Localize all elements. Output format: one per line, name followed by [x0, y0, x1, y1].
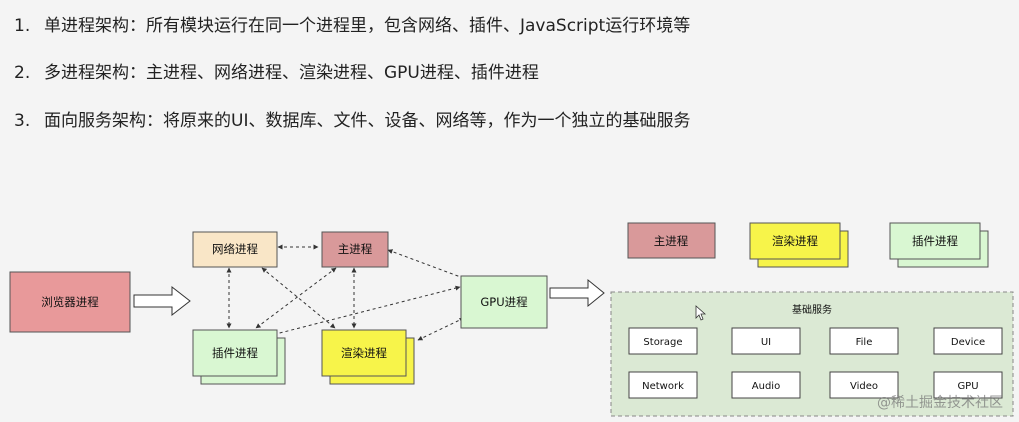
service-render-process-box	[749, 222, 841, 260]
process-connectors	[226, 244, 475, 341]
connector-plugin-gpu	[267, 285, 461, 338]
list-item-multi-process: 2. 多进程架构：主进程、网络进程、渲染进程、GPU进程、插件进程	[14, 62, 539, 84]
service-video-box	[829, 371, 899, 399]
gpu-process-label: GPU进程	[480, 295, 528, 309]
watermark: @稀土掘金技术社区	[877, 395, 1003, 411]
list-number: 1.	[14, 16, 31, 36]
service-main-process-box	[627, 222, 716, 259]
list-number: 2.	[14, 63, 31, 83]
service-gpu-label: GPU	[957, 381, 978, 392]
list-item-single-process: 1. 单进程架构：所有模块运行在同一个进程里，包含网络、插件、JavaScript…	[14, 15, 690, 37]
service-gpu-box	[933, 371, 1003, 399]
network-process-label: 网络进程	[212, 242, 258, 256]
service-ui-label: UI	[761, 337, 771, 348]
service-render-process-label: 渲染进程	[772, 234, 818, 248]
service-storage-box	[628, 327, 698, 355]
service-file-box	[829, 327, 899, 355]
browser-process-label: 浏览器进程	[41, 295, 99, 309]
connector-render-gpu	[417, 317, 465, 341]
service-device-label: Device	[951, 337, 985, 348]
gpu-process-box	[460, 275, 548, 329]
service-audio-box	[731, 371, 801, 399]
browser-process-box	[9, 271, 131, 333]
service-file-label: File	[856, 337, 873, 348]
list-text: 多进程架构：主进程、网络进程、渲染进程、GPU进程、插件进程	[44, 63, 539, 83]
mouse-cursor-icon	[695, 305, 707, 321]
main-process-label: 主进程	[338, 242, 373, 256]
service-plugin-process-box	[889, 222, 981, 260]
service-audio-label: Audio	[752, 381, 780, 392]
base-services-title: 基础服务	[792, 303, 832, 316]
render-process-label: 渲染进程	[341, 346, 387, 360]
list-text: 单进程架构：所有模块运行在同一个进程里，包含网络、插件、JavaScript运行…	[44, 16, 691, 36]
service-main-process-label: 主进程	[654, 234, 689, 248]
service-network-label: Network	[642, 381, 684, 392]
main-process-box	[321, 231, 389, 268]
network-process-box	[192, 231, 278, 268]
list-text: 面向服务架构：将原来的UI、数据库、文件、设备、网络等，作为一个独立的基础服务	[44, 111, 691, 131]
service-network-box	[628, 371, 698, 399]
service-video-label: Video	[850, 381, 878, 392]
plugin-process-box	[192, 329, 278, 377]
render-process-box	[321, 329, 407, 377]
list-item-service-oriented: 3. 面向服务架构：将原来的UI、数据库、文件、设备、网络等，作为一个独立的基础服…	[14, 110, 690, 132]
list-number: 3.	[14, 111, 31, 131]
hollow-arrow-icon	[133, 285, 191, 317]
service-plugin-process-label: 插件进程	[912, 234, 958, 248]
plugin-process-label: 插件进程	[212, 346, 258, 360]
service-storage-label: Storage	[643, 337, 682, 348]
hollow-arrow-icon	[549, 278, 605, 308]
service-device-box	[933, 327, 1003, 355]
service-ui-box	[731, 327, 801, 355]
